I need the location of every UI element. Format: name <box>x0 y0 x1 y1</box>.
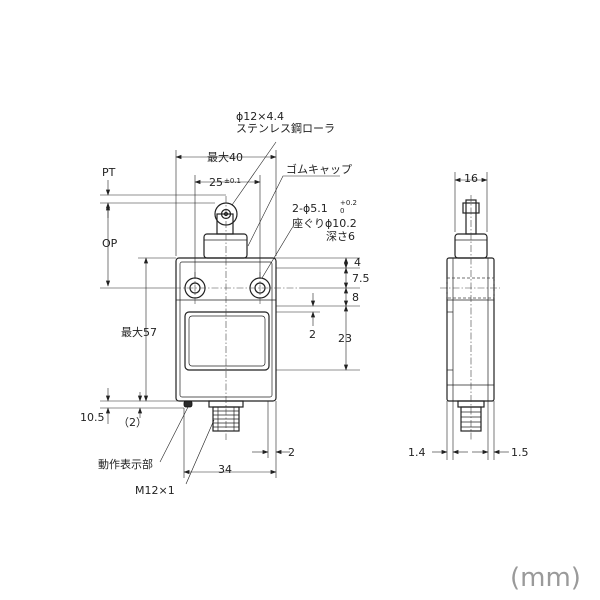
label-tol-pm01: ±0.1 <box>224 177 241 185</box>
label-hole-a: 2-ϕ5.1 <box>292 202 328 215</box>
label-hole-tol-plus: +0.2 <box>340 199 357 207</box>
label-dim4: 4 <box>354 256 361 269</box>
labels: ϕ12×4.4 ステンレス鋼ローラ 最大40 25 ±0.1 PT OP ゴムキ… <box>80 110 581 593</box>
label-max57: 最大57 <box>121 325 157 339</box>
label-dim2-mid: 2 <box>309 328 316 341</box>
label-dim7-5: 7.5 <box>352 272 370 285</box>
label-dim2-paren: （2） <box>118 416 147 429</box>
label-counterbore: 座ぐりϕ10.2 <box>292 216 357 230</box>
plunger-head <box>203 233 248 259</box>
label-indicator: 動作表示部 <box>98 457 153 471</box>
label-m12: M12×1 <box>135 484 175 497</box>
label-max40: 最大40 <box>207 150 243 164</box>
label-dim10-5: 10.5 <box>80 411 105 424</box>
label-depth6: 深さ6 <box>326 230 355 243</box>
front-view <box>174 196 300 440</box>
label-dim34: 34 <box>218 463 232 476</box>
label-pt: PT <box>102 166 116 179</box>
label-dim25: 25 <box>209 176 223 189</box>
label-dim1-5: 1.5 <box>511 446 529 459</box>
label-dim16: 16 <box>464 172 478 185</box>
dimensions-front <box>100 141 360 485</box>
operation-indicator <box>183 400 193 408</box>
label-dim23: 23 <box>338 332 352 345</box>
side-view <box>440 195 500 440</box>
label-op: OP <box>102 237 118 250</box>
side-body <box>446 257 495 402</box>
label-roller-material: ステンレス鋼ローラ <box>236 121 335 135</box>
label-roller-dim: ϕ12×4.4 <box>236 110 284 123</box>
label-dim2-right: 2 <box>288 446 295 459</box>
label-dim8: 8 <box>352 291 359 304</box>
label-rubber-cap: ゴムキャップ <box>286 162 352 176</box>
label-dim1-4: 1.4 <box>408 446 426 459</box>
label-unit: (mm) <box>510 563 581 593</box>
cover-window <box>184 311 270 371</box>
label-hole-tol-zero: 0 <box>340 207 344 215</box>
dimensions-side <box>432 172 509 460</box>
